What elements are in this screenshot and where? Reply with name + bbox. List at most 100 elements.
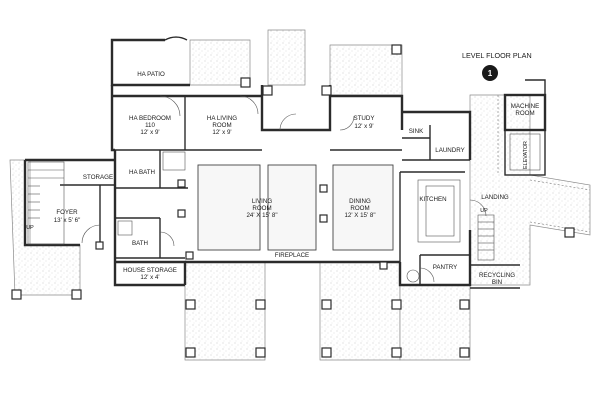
- column: [185, 347, 196, 358]
- room-label-machine: MACHINE: [511, 103, 540, 110]
- room-label-pantry: PANTRY: [433, 264, 458, 271]
- column: [185, 251, 194, 260]
- room-label-ha-bath: HA BATH: [129, 169, 155, 176]
- patio-top-right: [329, 44, 403, 96]
- door-foyer: [81, 224, 101, 244]
- door-swings: [81, 95, 487, 283]
- room-label-foyer: FOYER: [56, 209, 78, 216]
- exterior-walls: [23, 36, 547, 287]
- column: [240, 77, 251, 88]
- ramp-lines: [497, 79, 591, 233]
- column: [564, 227, 575, 238]
- east-upper-wall: [402, 110, 472, 160]
- column: [319, 214, 328, 223]
- ha-wing-wall: [110, 85, 115, 152]
- column: [95, 241, 104, 250]
- room-label-elevator: ELEVATOR: [523, 141, 529, 169]
- door-study: [339, 115, 355, 131]
- column: [255, 299, 266, 310]
- door-pantry: [419, 267, 435, 283]
- room-label-study: STUDY: [354, 115, 375, 122]
- door-bath: [159, 231, 175, 247]
- stair-label-up-right: UP: [480, 208, 488, 214]
- machine-room-rail: [525, 79, 546, 95]
- room-size-ha-living: 12' x 9': [212, 129, 231, 136]
- room-label-ha-patio: HA PATIO: [137, 71, 165, 78]
- column: [185, 299, 196, 310]
- patio-top-center: [267, 29, 306, 86]
- stair-right-frame: [477, 214, 495, 261]
- foyer-west: [23, 160, 80, 247]
- carpet-insets: [197, 164, 394, 251]
- study-wall: [330, 94, 404, 130]
- column: [391, 299, 402, 310]
- ha-patio-wall: [110, 38, 190, 87]
- plan-title: LEVEL FLOOR PLAN: [462, 51, 532, 60]
- column: [177, 179, 186, 188]
- dining-panel: [332, 164, 394, 251]
- room-label-dining: DINING: [349, 198, 371, 205]
- columns: [11, 44, 575, 358]
- room-label-recycling: RECYCLING: [479, 272, 515, 279]
- interior-walls: [60, 96, 520, 289]
- column: [177, 209, 186, 218]
- column: [321, 85, 332, 96]
- door-north-entry: [279, 113, 297, 131]
- column: [459, 347, 470, 358]
- room-label-recycling-2: BIN: [492, 279, 502, 286]
- room-size-foyer: 13' x 5' 6": [54, 217, 81, 224]
- room-label-bath: BATH: [132, 240, 148, 247]
- ha-patio-gate: [164, 36, 188, 41]
- west-wall: [113, 150, 185, 287]
- room-label-ha-living-2: ROOM: [212, 122, 231, 129]
- room-size-ha-bedroom: 12' x 9': [140, 129, 159, 136]
- column: [321, 299, 332, 310]
- patio-right-ramp: [469, 94, 591, 286]
- kitchen-counter: [417, 179, 461, 243]
- elevator-car: [509, 133, 541, 171]
- room-label-living: LIVING: [252, 198, 272, 205]
- stair-left-frame: [27, 161, 65, 245]
- kitchen-fixtures: [117, 151, 461, 283]
- pantry-fixture: [406, 269, 420, 283]
- stair-label-up-left: UP: [26, 225, 34, 231]
- door-ha-bedroom: [159, 95, 181, 117]
- column: [255, 347, 266, 358]
- room-size-study: 12' x 9': [354, 123, 373, 130]
- level-badge-number: 1: [488, 69, 493, 78]
- room-label-machine-2: ROOM: [515, 110, 534, 117]
- patio-bottom-center: [319, 261, 401, 361]
- room-label-ha-bedroom: HA BEDROOM: [129, 115, 171, 122]
- column: [391, 347, 402, 358]
- ha-bath-shower: [162, 151, 186, 171]
- column: [11, 289, 22, 300]
- room-labels: HA PATIO HA BEDROOM 110 12' x 9' HA LIVI…: [26, 71, 539, 286]
- stairs-left: [27, 161, 65, 245]
- exterior-patios: [9, 29, 591, 361]
- patio-bottom-left: [184, 261, 266, 361]
- column: [459, 299, 470, 310]
- room-label-ha-living: HA LIVING: [207, 115, 237, 122]
- room-label-kitchen: KITCHEN: [419, 196, 446, 203]
- room-label-living-2: ROOM: [252, 205, 271, 212]
- stairs-right: [477, 214, 495, 261]
- south-wall-right: [398, 230, 472, 287]
- room-label-sink: SINK: [409, 128, 424, 135]
- ha-wing-right: [260, 85, 332, 132]
- room-label-ha-bedroom-number: 110: [145, 122, 155, 129]
- patio-left-entry: [9, 159, 81, 296]
- door-ha-living: [239, 95, 259, 115]
- kitchen-inner: [425, 185, 455, 237]
- room-size-house-storage: 12' x 4': [140, 274, 159, 281]
- level-badge: [482, 65, 498, 81]
- elevator-shaft: [504, 129, 546, 176]
- column: [321, 347, 332, 358]
- column: [262, 85, 273, 96]
- room-label-storage: STORAGE: [83, 174, 113, 181]
- room-label-house-storage: HOUSE STORAGE: [123, 267, 177, 274]
- bath-tub: [117, 220, 133, 236]
- column: [379, 261, 388, 270]
- room-size-living: 24' X 15' 8": [246, 212, 277, 219]
